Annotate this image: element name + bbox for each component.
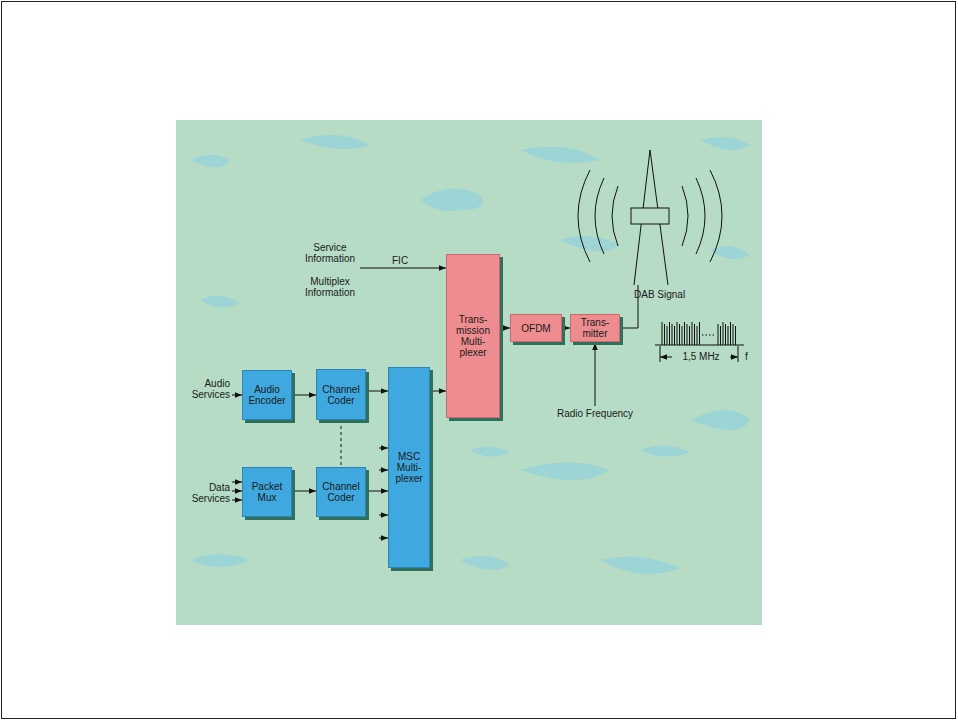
input-label: Data Services: [180, 482, 230, 504]
channel-name: FIC: [392, 255, 422, 266]
carrier-line: [720, 326, 721, 345]
box-label: Packet Mux: [245, 481, 289, 503]
carrier-line: [664, 324, 665, 345]
input-label: Audio Services: [180, 378, 230, 400]
carrier-line: [697, 326, 698, 345]
carrier-line: [718, 324, 719, 345]
island-texture: [190, 135, 750, 574]
dimension: 1,5 MHz: [672, 351, 730, 362]
carrier-line: [667, 326, 668, 345]
box-label: OFDM: [521, 323, 550, 334]
input-label: Service Information: [290, 242, 370, 264]
signal-arrows: [232, 268, 638, 538]
input-label: Radio Frequency: [545, 408, 645, 419]
box-label: Channel Coder: [319, 384, 363, 406]
encoder-box: Audio Encoder: [242, 370, 292, 420]
connector: [292, 491, 316, 492]
carrier-line: [728, 326, 729, 345]
carrier-line: [692, 322, 693, 345]
transmitter-box: Trans- mitter: [570, 314, 620, 342]
axis-label: f: [745, 351, 757, 362]
coder-box: Channel Coder: [316, 467, 366, 517]
carrier-line: [662, 322, 663, 345]
ofdm-box: OFDM: [510, 314, 562, 342]
mux-box: Packet Mux: [242, 467, 292, 517]
connector: [500, 328, 510, 329]
map-background: [176, 120, 762, 625]
connector: [292, 395, 316, 396]
multiplexer-bar: MSC Multi- plexer: [388, 367, 430, 568]
coder-box: Channel Coder: [316, 369, 366, 420]
carrier-line: [689, 326, 690, 345]
input-label: Multiplex Information: [290, 276, 370, 298]
carrier-line: [672, 324, 673, 345]
carrier-line: [669, 322, 670, 345]
carrier-line: [684, 322, 685, 345]
carrier-line: [699, 322, 700, 345]
box-label: Trans- mission Multi- plexer: [449, 314, 497, 358]
connector: [430, 391, 446, 392]
connector: [366, 491, 388, 492]
connector: [562, 328, 570, 329]
multiplexer-box: Trans- mission Multi- plexer: [446, 254, 500, 418]
carrier-line: [725, 324, 726, 345]
carrier-line: [723, 322, 724, 345]
carrier-line: [733, 324, 734, 345]
carrier-line: [694, 324, 695, 345]
antenna: [578, 150, 722, 285]
carrier-line: [677, 322, 678, 345]
carrier-line: [735, 326, 736, 345]
signal-label: DAB Signal: [634, 289, 704, 300]
box-label: Channel Coder: [319, 481, 363, 503]
dab-spectrum: [655, 322, 744, 362]
carrier-line: [682, 326, 683, 345]
carrier-line: [730, 322, 731, 345]
carrier-line: [674, 326, 675, 345]
carrier-line: [687, 324, 688, 345]
box-label: MSC Multi- plexer: [391, 451, 427, 484]
box-label: Trans- mitter: [573, 317, 617, 339]
connector: [341, 420, 342, 467]
box-label: Audio Encoder: [245, 384, 289, 406]
connector: [366, 391, 388, 392]
carrier-line: [679, 324, 680, 345]
